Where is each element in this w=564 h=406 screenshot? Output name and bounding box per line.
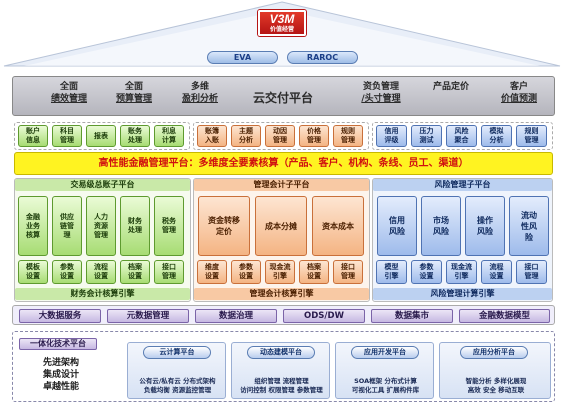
- right-bottom-module: 接口 管理: [516, 260, 547, 284]
- tech-card-line: 智能分析 多样化展现: [465, 377, 527, 385]
- bigdata-item: 元数据管理: [107, 309, 189, 323]
- right-bottom-module: 参数 设置: [411, 260, 442, 284]
- row1-module: 账务 处理: [120, 125, 150, 147]
- topbar-item: 客户价值预测: [500, 82, 537, 104]
- right-mid-module: 信用 风险: [377, 196, 417, 256]
- left-bottom-module: 模板 设置: [18, 260, 48, 284]
- tech-card-line: 高效 安全 移动互联: [467, 386, 525, 394]
- logo-main: V3M: [269, 12, 295, 26]
- tech-card-dev: 应用开发平台 SOA框架 分布式计算 可视化工具 扩展构件库: [335, 342, 434, 399]
- left-bottom-module: 档案 设置: [120, 260, 150, 284]
- bigdata-item: 金融数据模型: [459, 309, 550, 323]
- left-mid-module: 供应 链管 理: [52, 196, 82, 256]
- big-data-row: 大数据服务 元数据管理 数据治理 ODS/DW 数据集市 金融数据模型: [12, 305, 555, 325]
- center-bottom-module: 档案 设置: [299, 260, 329, 284]
- right-bottom-module: 现金流 引擎: [446, 260, 477, 284]
- tech-card-name: 动态建模平台: [247, 346, 315, 359]
- tech-card-line: 负载均衡 资源监控管理: [143, 386, 212, 394]
- bigdata-item: 大数据服务: [19, 309, 101, 323]
- row1-module: 模拟 分析: [481, 125, 512, 147]
- left-bottom-module: 参数 设置: [52, 260, 82, 284]
- tech-card-name: 云计算平台: [143, 346, 211, 359]
- left-panel-title: 交易级总账子平台: [15, 179, 190, 191]
- tech-card-analytics: 应用分析平台 智能分析 多样化展现 高效 安全 移动互联: [439, 342, 551, 399]
- left-mid-module: 税务 管理: [154, 196, 184, 256]
- center-panel-title: 管理会计子平台: [194, 179, 369, 191]
- center-bottom-module: 维度 设置: [197, 260, 227, 284]
- center-mid-module: 资金转移 定价: [198, 196, 250, 256]
- tech-card-line: 公有云/私有云 分布式架构: [139, 377, 216, 385]
- row1-green-group: [14, 122, 190, 150]
- right-bottom-module: 流程 设置: [481, 260, 512, 284]
- topbar-item: 多维盈利分析: [181, 82, 218, 104]
- core-platform-banner: 高性能金融管理平台：多维度全要素核算（产品、客户、机构、条线、员工、渠道）: [14, 152, 553, 175]
- row1-module: 账户 信息: [18, 125, 48, 147]
- tech-platform-section: 一体化技术平台 先进架构 集成设计 卓越性能 云计算平台 公有云/私有云 分布式…: [12, 331, 555, 402]
- right-mid-module: 市场 风险: [421, 196, 461, 256]
- tech-line: 先进架构: [43, 358, 80, 368]
- center-bottom-module: 参数 设置: [231, 260, 261, 284]
- pill-eva: EVA: [207, 51, 278, 64]
- center-mid-module: 成本分摊: [255, 196, 307, 256]
- tech-card-cloud: 云计算平台 公有云/私有云 分布式架构 负载均衡 资源监控管理: [127, 342, 226, 399]
- row1-module: 规则 管理: [516, 125, 547, 147]
- topbar-item: 资负管理/头寸管理: [361, 82, 401, 104]
- pill-raroc: RAROC: [287, 51, 358, 64]
- topbar-item: 全面预算管理: [115, 82, 152, 104]
- row1-module: 科目 管理: [52, 125, 82, 147]
- tech-card-line: 访问控制 权限管理 参数管理: [240, 386, 323, 394]
- topbar-item: 全面绩效管理: [50, 82, 87, 104]
- center-bottom-module: 现金流 引擎: [265, 260, 295, 284]
- right-panel-footer: 风险管理计算引擎: [373, 288, 552, 300]
- tech-card-name: 应用开发平台: [351, 346, 419, 359]
- v3m-logo: V3M 价值经营: [258, 10, 306, 36]
- left-mid-module: 金融 业务 核算: [18, 196, 48, 256]
- tech-platform-title: 一体化技术平台: [19, 338, 97, 350]
- bigdata-item: 数据治理: [195, 309, 277, 323]
- left-bottom-module: 流程 设置: [86, 260, 116, 284]
- row1-module: 利息 计算: [154, 125, 184, 147]
- row1-module: 信用 评级: [376, 125, 407, 147]
- tech-card-modeling: 动态建模平台 组织管理 流程管理 访问控制 权限管理 参数管理: [231, 342, 330, 399]
- left-mid-module: 财务 处理: [120, 196, 150, 256]
- left-bottom-module: 接口 管理: [154, 260, 184, 284]
- right-mid-module: 流动 性风 险: [509, 196, 549, 256]
- row1-module: 账簿 入账: [197, 125, 227, 147]
- tech-line: 集成设计: [43, 370, 80, 380]
- tech-card-line: 组织管理 流程管理: [254, 377, 309, 385]
- top-capability-bar: 全面绩效管理 全面预算管理 多维盈利分析 云交付平台 资负管理/头寸管理 产品定…: [12, 76, 555, 116]
- row1-module: 价格 管理: [299, 125, 329, 147]
- tech-card-line: SOA框架 分布式计算: [354, 377, 417, 385]
- bigdata-item: ODS/DW: [283, 309, 365, 323]
- row1-module: 报表: [86, 125, 116, 147]
- logo-sub: 价值经营: [269, 26, 294, 33]
- tech-card-name: 应用分析平台: [460, 346, 528, 359]
- row1-blue-group: [372, 122, 553, 150]
- row1-orange-group: [193, 122, 369, 150]
- center-bottom-module: 接口 管理: [333, 260, 363, 284]
- row1-module: 主题 分析: [231, 125, 261, 147]
- bigdata-item: 数据集市: [371, 309, 453, 323]
- left-panel-footer: 财务会计核算引擎: [15, 288, 190, 300]
- row1-module: 风险 聚合: [446, 125, 477, 147]
- left-mid-module: 人力 资源 管理: [86, 196, 116, 256]
- row1-module: 规则 管理: [333, 125, 363, 147]
- tech-card-line: 可视化工具 扩展构件库: [351, 386, 420, 394]
- right-mid-module: 操作 风险: [465, 196, 505, 256]
- row1-module: 压力 测试: [411, 125, 442, 147]
- row1-module: 动因 管理: [265, 125, 295, 147]
- center-panel-footer: 管理会计核算引擎: [194, 288, 369, 300]
- right-panel-title: 风险管理子平台: [373, 179, 552, 191]
- cloud-delivery-platform: 云交付平台: [253, 91, 314, 105]
- tech-line: 卓越性能: [43, 382, 80, 392]
- topbar-item: 产品定价: [432, 82, 469, 92]
- right-bottom-module: 模型 引擎: [376, 260, 407, 284]
- center-mid-module: 资本成本: [312, 196, 364, 256]
